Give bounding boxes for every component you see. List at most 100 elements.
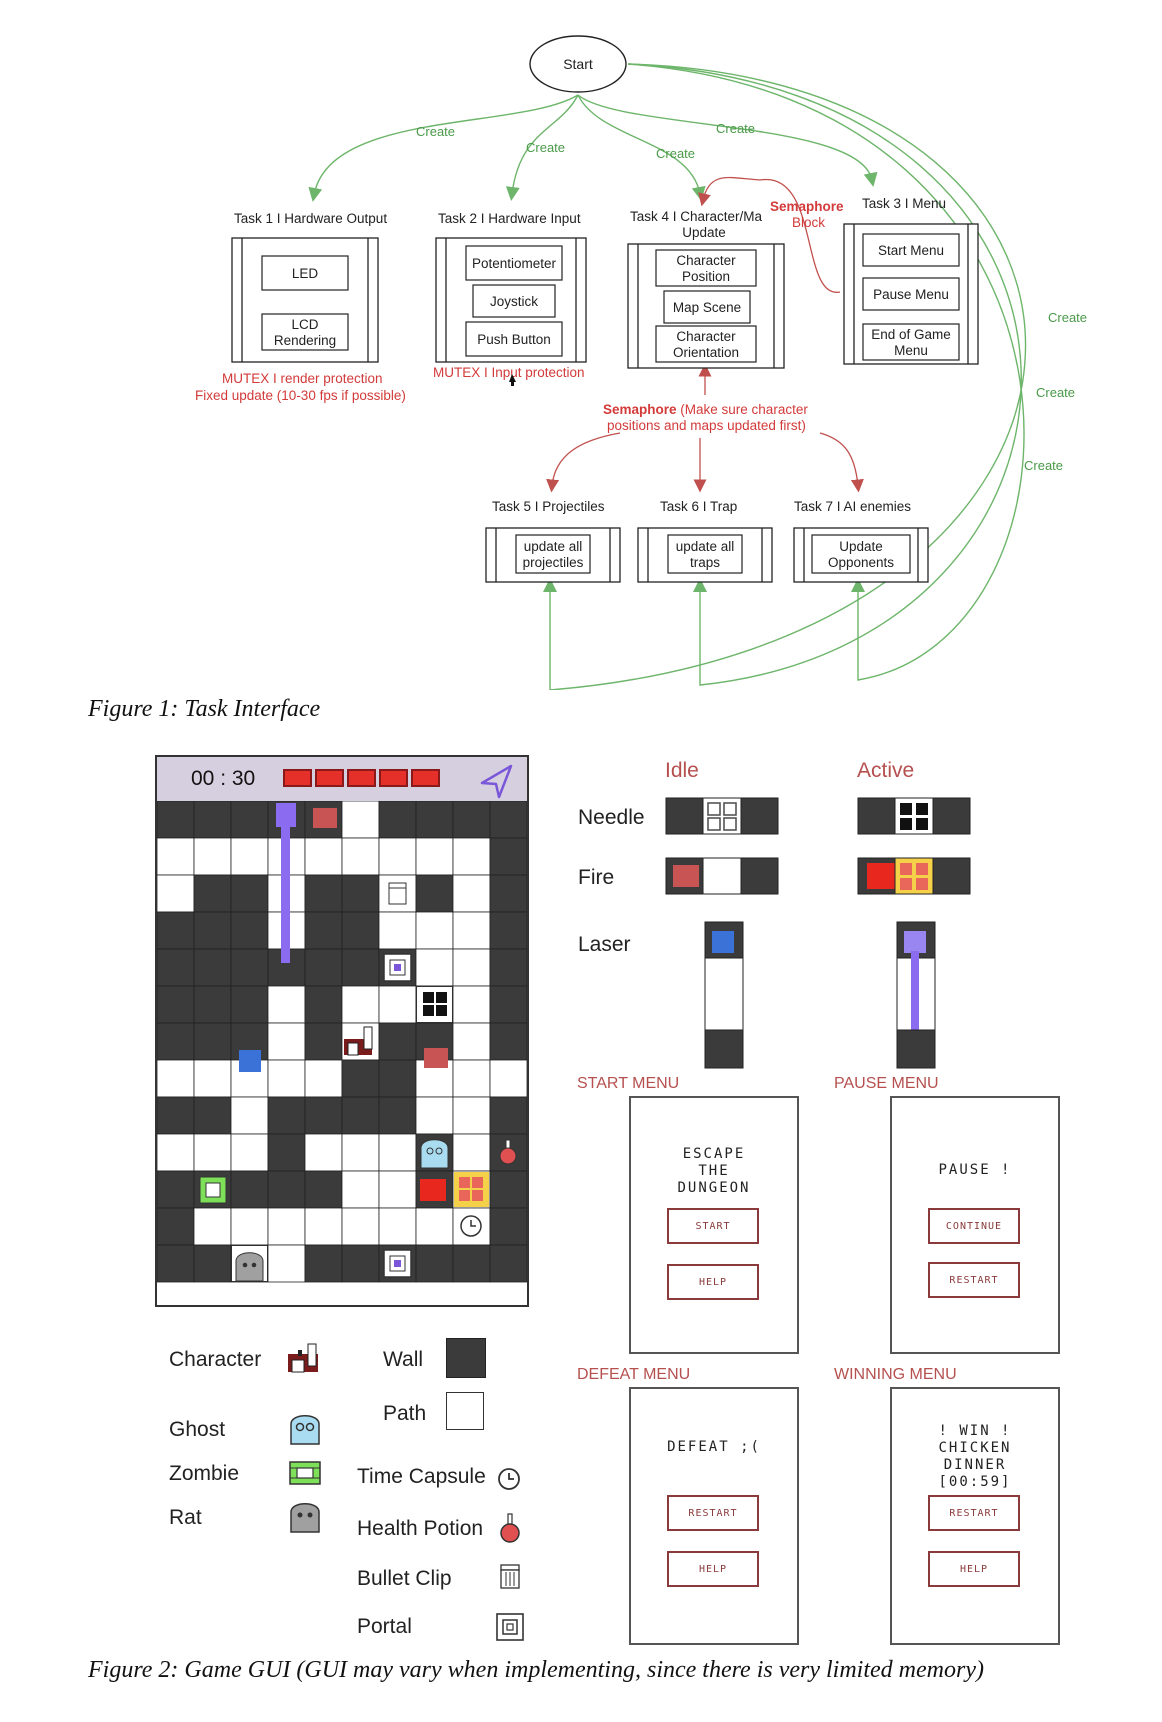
- navigation-arrow-icon[interactable]: [479, 763, 515, 799]
- wall-tile: [378, 1059, 417, 1098]
- wall-tile: [230, 874, 269, 913]
- wall-tile: [341, 1096, 380, 1135]
- path-tile: [267, 1244, 306, 1283]
- hud-bar: 00 : 30: [157, 757, 527, 803]
- wall-tile: [230, 1170, 269, 1209]
- winning-menu-header: WINNING MENU: [834, 1366, 957, 1383]
- task-item-box: [811, 534, 911, 574]
- defeat-menu-title: DEFEAT ;(: [667, 1439, 761, 1455]
- start-button[interactable]: START: [667, 1208, 759, 1244]
- path-tile: [157, 874, 195, 913]
- path-tile: [230, 1207, 269, 1246]
- wall-tile: [489, 1022, 527, 1061]
- laser-trap-active: [896, 921, 936, 1069]
- path-tile: [341, 985, 380, 1024]
- create-arrow-t4: [577, 94, 706, 201]
- wall-tile: [193, 985, 232, 1024]
- create-label: Create: [716, 121, 755, 136]
- wall-tile: [489, 1170, 527, 1209]
- path-tile: [193, 837, 232, 876]
- needle-trap-idle: [665, 797, 779, 835]
- continue-button[interactable]: CONTINUE: [928, 1208, 1020, 1244]
- wall-tile: [304, 911, 343, 950]
- wall-tile: [193, 1096, 232, 1135]
- zombie-icon: [289, 1461, 321, 1485]
- health-segment: [411, 769, 440, 787]
- path-tile: [489, 1059, 527, 1098]
- wall-tile: [489, 911, 527, 950]
- laser-emitter: [239, 1050, 261, 1072]
- create-label: Create: [1048, 310, 1087, 325]
- start-menu-header: START MENU: [577, 1075, 680, 1092]
- path-tile: [452, 1022, 491, 1061]
- path-tile: [230, 1096, 269, 1135]
- path-tile: [341, 1170, 380, 1209]
- path-tile: [341, 1133, 380, 1172]
- help-button[interactable]: HELP: [667, 1264, 759, 1300]
- semaphore-block-arrow: [698, 176, 841, 293]
- help-button[interactable]: HELP: [667, 1551, 759, 1587]
- task4-title-2: Update: [682, 225, 726, 240]
- wall-tile: [157, 801, 195, 839]
- path-tile: [157, 1133, 195, 1172]
- wall-tile: [304, 1244, 343, 1283]
- wall-tile: [415, 874, 454, 913]
- defeat-menu-header: DEFEAT MENU: [577, 1366, 691, 1383]
- laser-trap-idle: [704, 921, 744, 1069]
- laser-beam: [281, 823, 290, 963]
- wall-tile: [304, 1022, 343, 1061]
- path-tile: [267, 1207, 306, 1246]
- mutex2-note: MUTEX I Input protection: [433, 365, 585, 380]
- wall-tile: [193, 801, 232, 839]
- semaphore-arrow-t7: [819, 432, 864, 493]
- legend-health-potion-label: Health Potion: [357, 1517, 484, 1540]
- path-tile: [193, 1207, 232, 1246]
- wall-tile: [489, 801, 527, 839]
- path-tile: [230, 837, 269, 876]
- mutex1-note-2: Fixed update (10-30 fps if possible): [195, 388, 406, 403]
- figure1-caption: Figure 1: Task Interface: [88, 696, 321, 722]
- task-item-box: [472, 284, 556, 318]
- wall-tile: [489, 1207, 527, 1246]
- create-label: Create: [1036, 385, 1075, 400]
- wall-tile: [452, 1244, 491, 1283]
- restart-button[interactable]: RESTART: [928, 1262, 1020, 1298]
- rat-icon: [290, 1503, 320, 1533]
- fire-trap-active: [420, 1179, 446, 1201]
- wall-tile: [230, 948, 269, 987]
- legend-zombie-label: Zombie: [169, 1462, 240, 1485]
- task-item-box: [261, 255, 349, 291]
- path-tile: [267, 985, 306, 1024]
- task-item-box: [655, 249, 757, 287]
- defeat-menu: DEFEAT ;( RESTART HELP: [629, 1387, 799, 1645]
- task-item-box: [655, 325, 757, 363]
- restart-button[interactable]: RESTART: [667, 1495, 759, 1531]
- create-arrow-t7: [627, 63, 1025, 681]
- task-item-box: [862, 323, 960, 361]
- winning-menu: ! WIN ! CHICKEN DINNER [00:59] RESTART H…: [890, 1387, 1060, 1645]
- create-arrow-t2: [505, 94, 579, 201]
- potion-icon: [500, 1513, 520, 1543]
- wall-tile: [378, 801, 417, 839]
- figure2-caption: Figure 2: Game GUI (GUI may vary when im…: [88, 1657, 984, 1683]
- wall-tile: [267, 1096, 306, 1135]
- path-tile: [415, 837, 454, 876]
- wall-tile: [489, 874, 527, 913]
- help-button[interactable]: HELP: [928, 1551, 1020, 1587]
- wall-tile: [304, 948, 343, 987]
- wall-tile: [341, 1244, 380, 1283]
- wall-tile: [415, 1244, 454, 1283]
- restart-button[interactable]: RESTART: [928, 1495, 1020, 1531]
- clock-icon: [460, 1215, 482, 1237]
- legend-path-label: Path: [383, 1402, 427, 1425]
- path-tile: [378, 837, 417, 876]
- wall-tile: [157, 985, 195, 1024]
- path-tile: [304, 1207, 343, 1246]
- path-tile: [304, 1059, 343, 1098]
- legend-ghost-label: Ghost: [169, 1418, 226, 1441]
- legend-wall-label: Wall: [383, 1348, 424, 1371]
